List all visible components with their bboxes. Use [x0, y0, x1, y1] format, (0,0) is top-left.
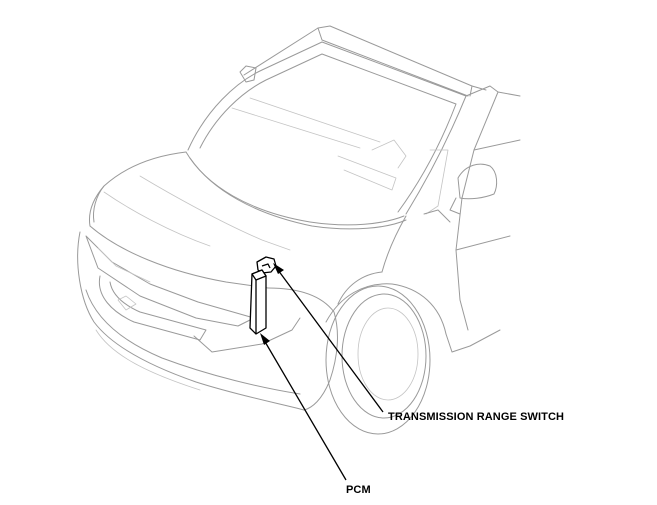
callout-pcm: PCM: [346, 484, 371, 496]
transmission-range-switch-component: [256, 256, 277, 274]
vehicle-outline: [77, 25, 521, 435]
callout-transmission-range-switch: TRANSMISSION RANGE SWITCH: [388, 411, 565, 423]
pcm-component: [249, 269, 267, 335]
leader-line-transmission-range-switch: [273, 263, 384, 413]
leader-line-pcm: [260, 333, 347, 481]
